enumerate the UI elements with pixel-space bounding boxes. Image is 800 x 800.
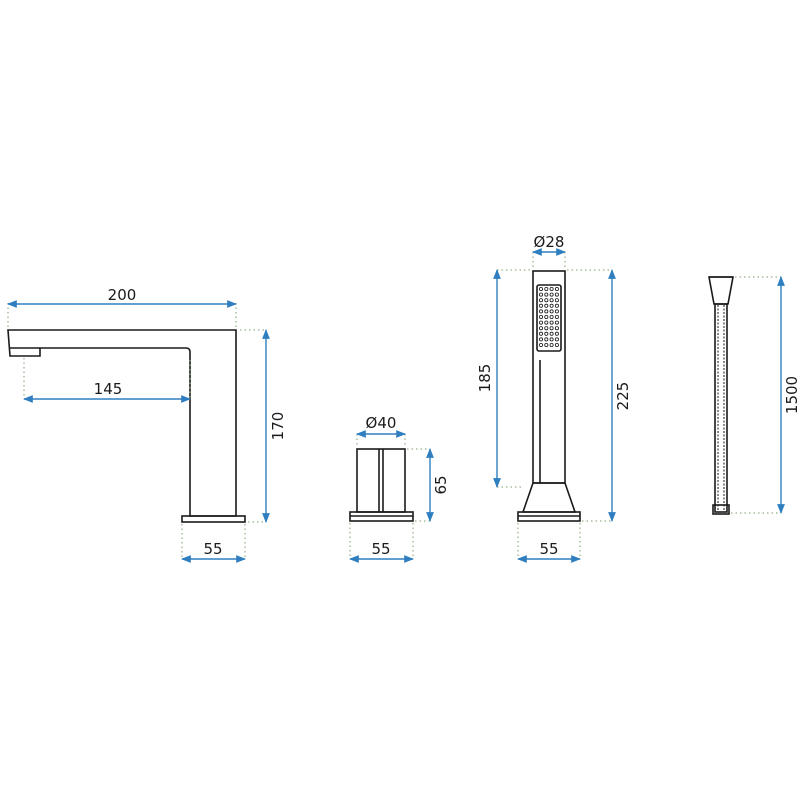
nozzle-dot bbox=[549, 309, 554, 314]
spout-length-label: 200 bbox=[108, 286, 137, 304]
nozzle-dot bbox=[539, 309, 544, 314]
valve-height-label: 65 bbox=[432, 475, 450, 494]
valve-diameter-label: Ø40 bbox=[366, 414, 397, 432]
valve-group: Ø40 65 55 bbox=[349, 414, 450, 563]
nozzle-dot bbox=[544, 309, 549, 314]
nozzle-dot bbox=[554, 337, 559, 342]
nozzle-dot bbox=[539, 303, 544, 308]
hand-shower-handle-height-label: 185 bbox=[476, 364, 494, 393]
nozzle-dot bbox=[554, 320, 559, 325]
hand-shower-nozzle-grid bbox=[539, 286, 559, 347]
nozzle-dot bbox=[554, 292, 559, 297]
hand-shower-group: Ø28 185 225 55 bbox=[476, 233, 632, 563]
spout-group: 200 145 170 55 bbox=[7, 286, 287, 563]
nozzle-dot bbox=[549, 303, 554, 308]
nozzle-dot bbox=[554, 314, 559, 319]
spout-reach-label: 145 bbox=[94, 380, 123, 398]
nozzle-dot bbox=[549, 298, 554, 303]
nozzle-dot bbox=[549, 320, 554, 325]
nozzle-dot bbox=[554, 331, 559, 336]
nozzle-dot bbox=[554, 342, 559, 347]
hand-shower-total-height-label: 225 bbox=[614, 382, 632, 411]
nozzle-dot bbox=[539, 331, 544, 336]
nozzle-dot bbox=[549, 331, 554, 336]
nozzle-dot bbox=[544, 326, 549, 331]
nozzle-dot bbox=[544, 286, 549, 291]
nozzle-dot bbox=[549, 342, 554, 347]
hose-group: 1500 bbox=[708, 276, 800, 515]
nozzle-dot bbox=[544, 331, 549, 336]
hose-connector-bottom bbox=[712, 504, 730, 515]
nozzle-dot bbox=[554, 303, 559, 308]
nozzle-dot bbox=[549, 286, 554, 291]
spout-base-label: 55 bbox=[203, 540, 222, 558]
hand-shower-holder-cone bbox=[521, 482, 577, 513]
nozzle-dot bbox=[539, 320, 544, 325]
nozzle-dot bbox=[554, 298, 559, 303]
nozzle-dot bbox=[554, 326, 559, 331]
nozzle-dot bbox=[549, 326, 554, 331]
spout-outline bbox=[7, 329, 237, 517]
nozzle-dot bbox=[544, 337, 549, 342]
valve-base-label: 55 bbox=[371, 540, 390, 558]
nozzle-dot bbox=[539, 286, 544, 291]
spout-height-label: 170 bbox=[269, 412, 287, 441]
hand-shower-spray-face bbox=[536, 284, 562, 352]
nozzle-dot bbox=[539, 314, 544, 319]
valve-body-outline bbox=[356, 448, 406, 513]
nozzle-dot bbox=[544, 303, 549, 308]
nozzle-dot bbox=[554, 286, 559, 291]
nozzle-dot bbox=[544, 314, 549, 319]
spout-base-plate bbox=[181, 515, 246, 523]
nozzle-dot bbox=[544, 342, 549, 347]
nozzle-dot bbox=[549, 292, 554, 297]
hose-connector-top bbox=[708, 276, 734, 305]
nozzle-dot bbox=[539, 342, 544, 347]
nozzle-dot bbox=[539, 326, 544, 331]
hand-shower-diameter-label: Ø28 bbox=[534, 233, 565, 251]
hand-shower-base-label: 55 bbox=[539, 540, 558, 558]
hose-tube-outline bbox=[714, 303, 728, 513]
nozzle-dot bbox=[549, 337, 554, 342]
nozzle-dot bbox=[539, 298, 544, 303]
nozzle-dot bbox=[539, 337, 544, 342]
nozzle-dot bbox=[554, 309, 559, 314]
nozzle-dot bbox=[539, 292, 544, 297]
nozzle-dot bbox=[544, 320, 549, 325]
nozzle-dot bbox=[544, 292, 549, 297]
hose-length-label: 1500 bbox=[783, 376, 800, 414]
nozzle-dot bbox=[549, 314, 554, 319]
nozzle-dot bbox=[544, 298, 549, 303]
